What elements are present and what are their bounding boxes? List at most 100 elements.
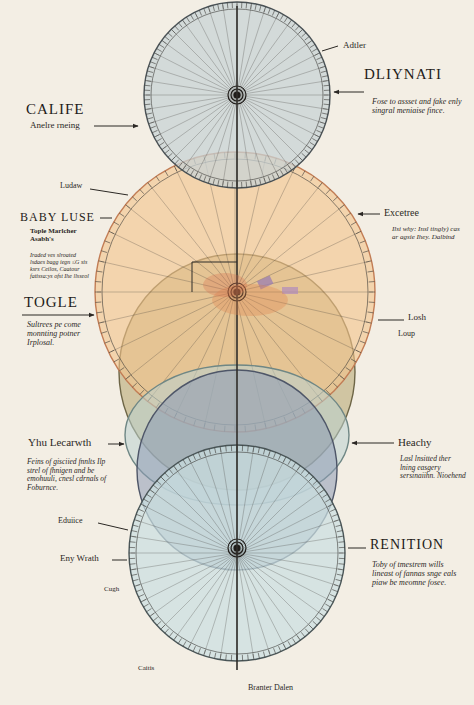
tick-mark	[324, 90, 330, 91]
tick-mark	[340, 376, 345, 380]
tick-mark	[288, 641, 291, 646]
tick-mark	[263, 449, 265, 455]
tick-mark	[133, 525, 139, 527]
tick-mark	[220, 654, 222, 660]
tick-mark	[159, 142, 164, 145]
tick-mark	[305, 473, 309, 477]
tick-mark	[188, 644, 191, 649]
tick-mark	[316, 617, 321, 621]
tick-mark	[332, 590, 338, 592]
tick-mark	[283, 457, 286, 462]
tick-mark	[324, 99, 330, 100]
spoke-line	[162, 553, 237, 628]
tick-mark	[222, 181, 224, 187]
tick-mark	[156, 139, 161, 142]
tick-mark	[313, 481, 317, 485]
tick-mark	[129, 553, 135, 554]
tick-mark	[337, 574, 343, 575]
tick-mark	[241, 2, 242, 8]
tick-mark	[101, 251, 107, 253]
spoke-line	[146, 95, 237, 96]
tick-mark	[338, 536, 344, 538]
tick-mark	[114, 222, 119, 225]
callout-label: Losh	[408, 312, 426, 322]
spoke-line	[237, 95, 324, 123]
tick-mark	[339, 553, 345, 554]
tick-mark	[315, 134, 320, 137]
tick-mark	[269, 450, 271, 456]
tick-mark	[130, 568, 136, 570]
spoke-line	[173, 31, 237, 95]
color-splash	[203, 273, 247, 297]
tick-mark	[119, 367, 124, 370]
tick-mark	[208, 178, 210, 184]
tick-mark	[323, 609, 328, 612]
tick-mark	[169, 469, 173, 474]
tick-mark	[299, 29, 303, 33]
tick-mark	[247, 446, 249, 452]
tick-mark	[145, 108, 151, 110]
spoke-line	[237, 95, 311, 148]
tick-mark	[146, 76, 152, 77]
tick-mark	[339, 558, 345, 559]
tick-mark	[250, 181, 252, 187]
callout-label: Branter Dalen	[248, 683, 293, 692]
tick-mark	[209, 652, 211, 658]
tick-mark	[154, 134, 159, 137]
tick-mark	[146, 609, 151, 612]
leader-line	[98, 523, 128, 530]
tick-mark	[227, 3, 229, 9]
callout-label: Loup	[398, 329, 415, 338]
spoke-line	[237, 553, 270, 654]
tick-mark	[168, 153, 172, 157]
tick-mark	[302, 33, 306, 37]
tick-mark	[165, 473, 169, 477]
tick-mark	[328, 599, 333, 602]
tick-mark	[323, 80, 329, 82]
tick-mark	[260, 5, 262, 11]
tick-mark	[276, 173, 279, 178]
spoke-line	[237, 505, 331, 553]
tick-mark	[109, 350, 114, 353]
tick-mark	[165, 629, 169, 633]
tick-mark	[204, 8, 206, 14]
spoke-line	[209, 95, 237, 182]
tick-mark	[299, 157, 303, 161]
spoke-line	[143, 553, 237, 601]
tick-mark	[114, 359, 119, 362]
callout-label: Excetree	[384, 207, 419, 219]
leader-line	[322, 46, 338, 51]
spoke-line	[235, 206, 343, 292]
tick-mark	[204, 650, 206, 656]
tick-mark	[255, 180, 256, 186]
leader-arrow	[108, 444, 124, 445]
spoke-line	[237, 467, 299, 553]
tick-mark	[198, 452, 200, 458]
spoke-line	[151, 553, 237, 615]
spoke-line	[237, 553, 343, 554]
tick-mark	[258, 447, 259, 453]
tick-mark	[305, 629, 309, 633]
tick-mark	[152, 130, 157, 132]
tick-mark	[156, 49, 161, 52]
tick-mark	[169, 632, 173, 637]
tick-mark	[105, 241, 111, 243]
tick-mark	[320, 490, 325, 494]
tick-mark	[324, 95, 330, 96]
tick-mark	[281, 170, 284, 175]
spoke-line	[184, 95, 237, 169]
tick-mark	[241, 182, 242, 188]
tick-mark	[178, 163, 182, 168]
tick-mark	[293, 462, 296, 467]
tick-mark	[302, 171, 305, 176]
tick-mark	[295, 26, 299, 30]
tick-mark	[213, 179, 215, 185]
tick-mark	[182, 20, 186, 25]
tick-mark	[321, 71, 327, 73]
tick-mark	[143, 604, 148, 607]
tick-mark	[264, 178, 266, 184]
tick-mark	[153, 617, 158, 621]
tick-mark	[141, 504, 146, 507]
tick-mark	[191, 14, 194, 19]
